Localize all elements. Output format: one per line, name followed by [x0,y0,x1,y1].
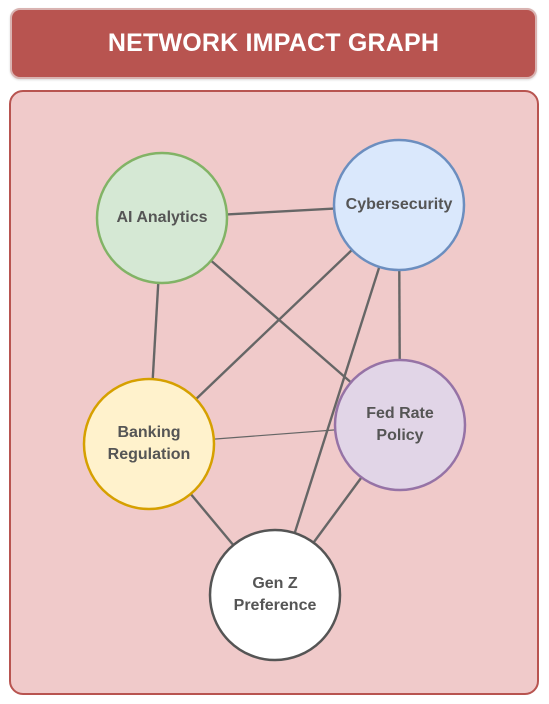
node-circle-cyber [332,138,466,272]
edge-ai-fed [210,259,352,384]
edge-banking-fed [213,429,336,440]
edge-ai-cyber [226,207,335,216]
node-circle-fed [333,358,467,492]
node-circle-genz [208,528,342,662]
page-title: NETWORK IMPACT GRAPH [107,29,440,57]
node-label-ai: AI Analytics [117,209,208,226]
edge-cyber-genz [293,266,381,534]
edge-cyber-banking [195,249,353,400]
node-label-genz: Gen Z [252,575,298,592]
edge-banking-genz [189,493,235,546]
node-ai[interactable]: AI Analytics [95,151,229,285]
edges-layer [151,207,401,546]
node-label-genz: Preference [234,597,317,614]
title-banner: NETWORK IMPACT GRAPH [10,8,537,79]
node-label-banking: Banking [117,424,180,441]
node-circle-banking [82,377,216,511]
edge-ai-banking [151,282,160,380]
node-label-fed: Fed Rate [366,405,434,422]
node-label-fed: Policy [376,427,423,444]
node-genz[interactable]: Gen Z Preference [208,528,342,662]
node-label-banking: Regulation [108,446,191,463]
node-cyber[interactable]: Cybersecurity [332,138,466,272]
edge-fed-genz [312,476,363,544]
node-label-cyber: Cybersecurity [346,196,453,213]
node-circle-ai [95,151,229,285]
